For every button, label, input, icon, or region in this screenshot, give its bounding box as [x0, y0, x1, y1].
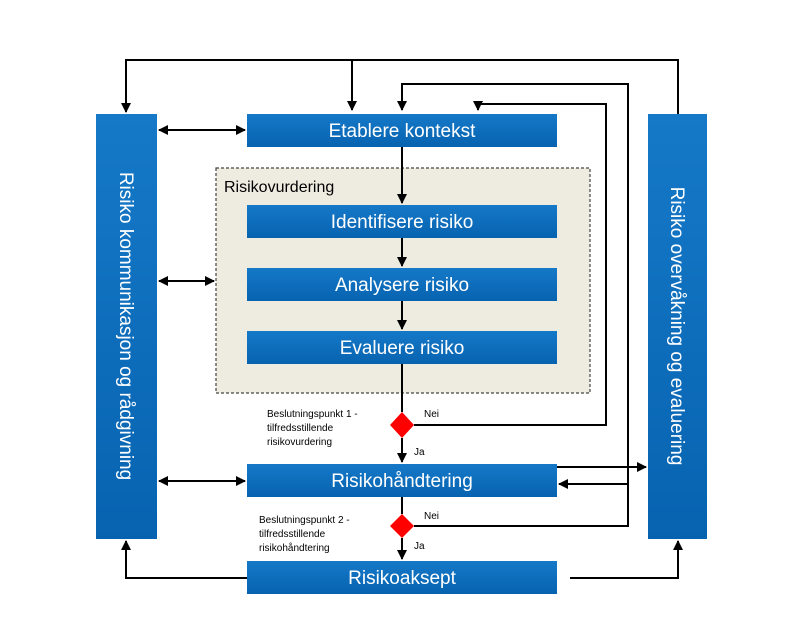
right-bar: [648, 114, 707, 539]
decision-2-yes-label: Ja: [414, 541, 425, 552]
decision-1-diamond: [390, 412, 414, 438]
step-identifisere-box: [247, 205, 557, 238]
left-bar-label: Risiko kommunikasjon og rådgivning: [115, 172, 136, 480]
decision-1-label-line3: risikovurdering: [267, 437, 332, 448]
decision-1-no-label: Nei: [424, 409, 439, 420]
decision-2-label-line1: Beslutningspunkt 2 -: [259, 515, 350, 526]
step-etablere-kontekst-label: Etablere kontekst: [329, 121, 477, 142]
decision-1-label-line2: tilfredsstillende: [267, 423, 334, 434]
decision-1-yes-label: Ja: [414, 447, 425, 458]
step-evaluere-box: [247, 331, 557, 364]
step-identifisere-label: Identifisere risiko: [331, 212, 474, 233]
decision-2-label-line3: risikohåndtering: [259, 542, 330, 554]
decision-1-label-line1: Beslutningspunkt 1 -: [267, 409, 358, 420]
decision-feedback-connectors: [397, 83, 629, 527]
decision-2-diamond: [390, 514, 414, 538]
step-risikoaksept-box: [247, 561, 557, 594]
step-evaluere-label: Evaluere risiko: [340, 338, 465, 359]
right-bar-label: Risiko overvåkning og evaluering: [666, 187, 687, 466]
top-frame-connectors: [121, 59, 679, 114]
step-risikohandtering-label: Risikohåndtering: [331, 471, 473, 492]
step-analysere-box: [247, 268, 557, 301]
decision-2-no-label: Nei: [424, 511, 439, 522]
bottom-connectors: [121, 540, 683, 579]
step-etablere-kontekst-box: [247, 114, 557, 147]
risikovurdering-group-title: Risikovurdering: [224, 179, 334, 196]
decision-2-label-line2: tilfredsstillende: [259, 529, 326, 540]
step-risikohandtering-box: [247, 464, 557, 497]
step-risikoaksept-label: Risikoaksept: [348, 568, 456, 589]
communication-connectors: [158, 125, 246, 486]
left-bar: [96, 114, 157, 539]
monitoring-connectors: [557, 462, 647, 489]
step-analysere-label: Analysere risiko: [335, 275, 469, 296]
